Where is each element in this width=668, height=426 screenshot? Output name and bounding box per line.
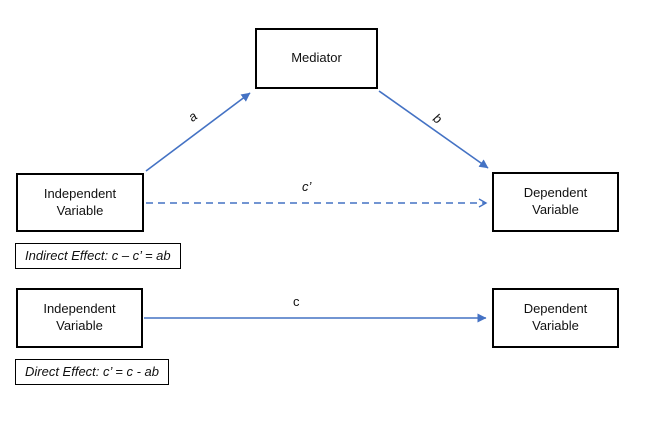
path-c-prime-label: c’	[302, 179, 312, 194]
direct-effect-caption: Direct Effect: c’ = c - ab	[15, 359, 170, 385]
dependent-variable-box-top: Dependent Variable	[492, 172, 619, 232]
dependent-variable-box-bottom: Dependent Variable	[492, 288, 619, 348]
arrow-path-b	[378, 90, 489, 169]
path-c-label: c	[293, 294, 300, 309]
arrow-path-a	[145, 92, 251, 172]
independent-variable-box-top: Independent Variable	[16, 173, 144, 232]
mediator-box: Mediator	[255, 28, 378, 89]
indirect-effect-caption: Indirect Effect: c – c’ = ab	[15, 243, 181, 269]
independent-variable-box-bottom: Independent Variable	[16, 288, 143, 348]
